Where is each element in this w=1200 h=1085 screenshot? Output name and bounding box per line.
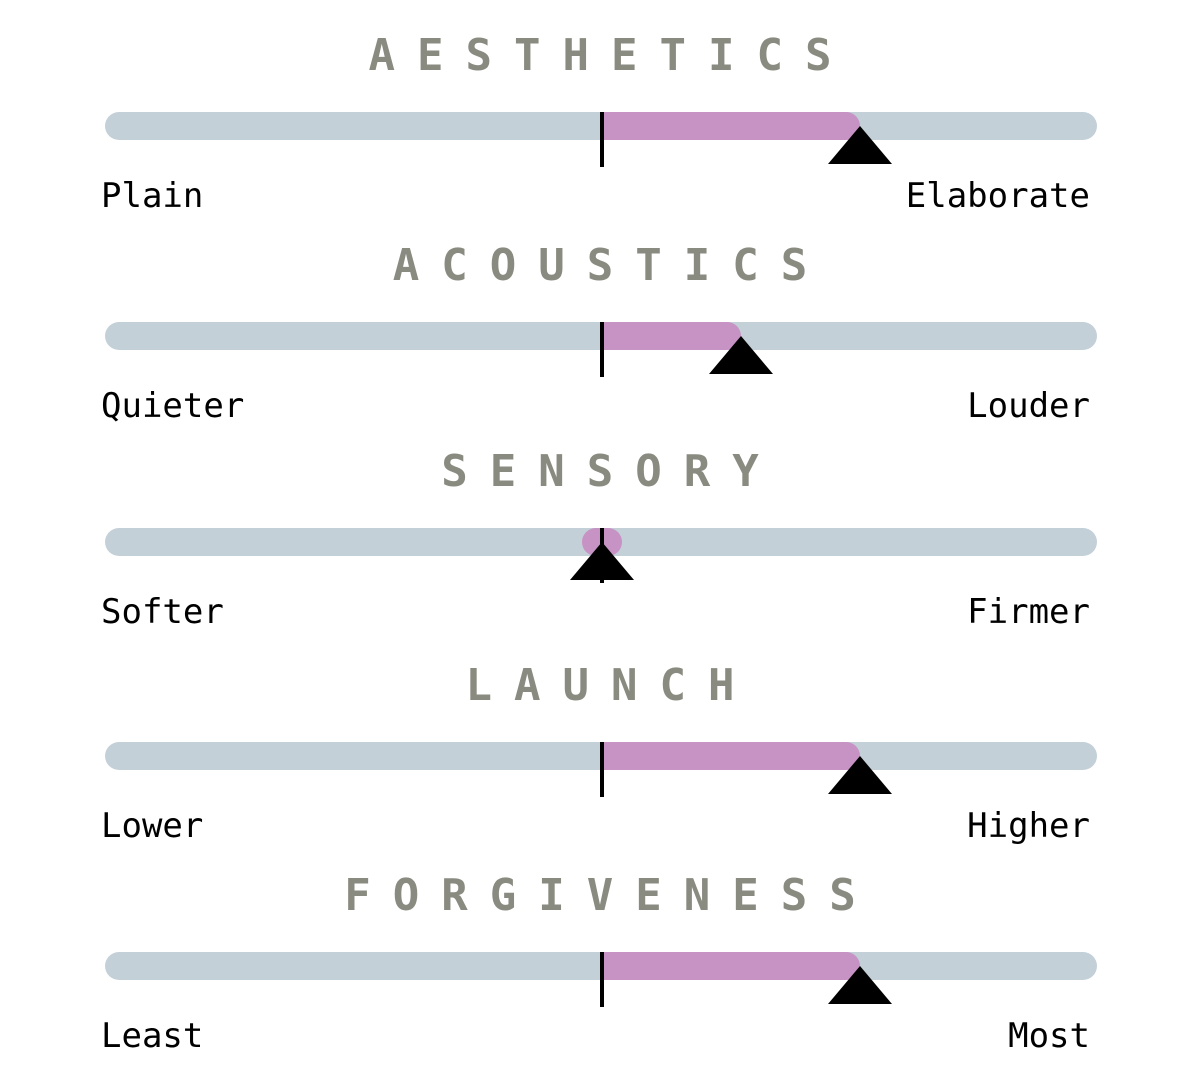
- center-line: [600, 952, 604, 1007]
- slider-marker-triangle-icon: [827, 126, 892, 164]
- scale-title: FORGIVENESS: [344, 870, 878, 921]
- left-label: Quieter: [101, 386, 245, 426]
- left-label: Plain: [101, 176, 204, 216]
- left-label: Lower: [101, 806, 204, 846]
- slider-fill: [602, 952, 860, 980]
- right-label: Most: [1008, 1016, 1090, 1056]
- right-label: Firmer: [967, 592, 1090, 632]
- scale-title: AESTHETICS: [368, 30, 854, 81]
- center-line: [600, 112, 604, 167]
- slider-marker-triangle-icon: [827, 756, 892, 794]
- scale-launch: LAUNCH Lower Higher: [0, 630, 1200, 846]
- scale-title: LAUNCH: [465, 660, 757, 711]
- slider-marker-triangle-icon: [827, 966, 892, 1004]
- center-line: [600, 322, 604, 377]
- scale-acoustics: ACOUSTICS Quieter Louder: [0, 210, 1200, 426]
- left-label: Softer: [101, 592, 224, 632]
- center-line: [600, 742, 604, 797]
- slider-fill: [602, 742, 860, 770]
- right-label: Higher: [967, 806, 1090, 846]
- slider-marker-triangle-icon: [708, 336, 773, 374]
- scale-sensory: SENSORY Softer Firmer: [0, 416, 1200, 632]
- scale-forgiveness: FORGIVENESS Least Most: [0, 840, 1200, 1056]
- right-label: Elaborate: [905, 176, 1090, 216]
- scale-title: SENSORY: [441, 446, 781, 497]
- scale-aesthetics: AESTHETICS Plain Elaborate: [0, 0, 1200, 216]
- left-label: Least: [101, 1016, 204, 1056]
- right-label: Louder: [967, 386, 1090, 426]
- slider-marker-triangle-icon: [570, 542, 634, 580]
- scale-title: ACOUSTICS: [392, 240, 830, 291]
- slider-fill: [602, 112, 860, 140]
